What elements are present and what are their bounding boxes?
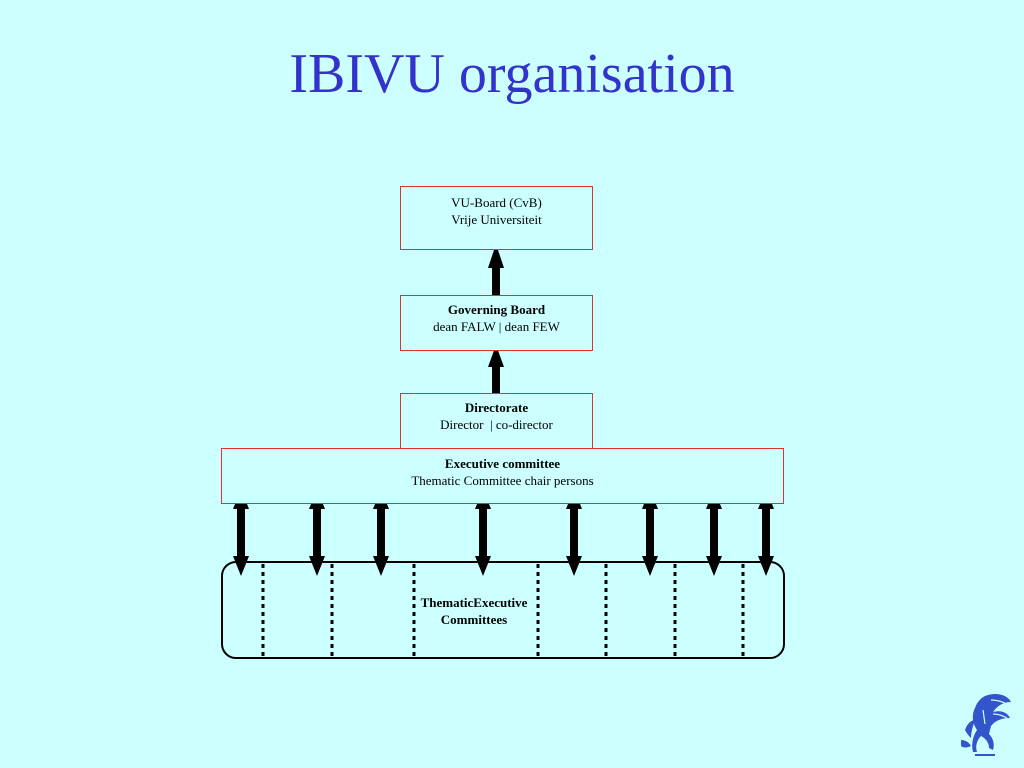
executive-committee-box: Executive committee Thematic Committee c… bbox=[221, 448, 784, 504]
vu-board-name: VU-Board (CvB) bbox=[451, 195, 542, 210]
thematic-committees-label: ThematicExecutive Committees bbox=[404, 594, 544, 628]
slide-title: IBIVU organisation bbox=[289, 43, 735, 105]
thematic-committees-container bbox=[221, 561, 785, 659]
governing-board-box: Governing Board dean FALW | dean FEW bbox=[400, 295, 593, 351]
thematic-committees-line2: Committees bbox=[440, 612, 508, 627]
governing-board-name: Governing Board bbox=[447, 302, 546, 317]
vu-board-box: VU-Board (CvB) Vrije Universiteit bbox=[400, 186, 593, 250]
arrow-up-icon bbox=[488, 345, 504, 401]
directorate-name: Directorate bbox=[464, 400, 529, 415]
directorate-members: Director | co-director bbox=[440, 417, 553, 432]
executive-committee-members: Thematic Committee chair persons bbox=[411, 473, 594, 488]
vu-board-subtitle: Vrije Universiteit bbox=[451, 212, 542, 227]
directorate-box: Directorate Director | co-director bbox=[400, 393, 593, 449]
arrow-up-icon bbox=[488, 244, 504, 299]
thematic-committees-line1: ThematicExecutive bbox=[420, 595, 528, 610]
executive-committee-name: Executive committee bbox=[444, 456, 561, 471]
governing-board-members: dean FALW | dean FEW bbox=[433, 319, 560, 334]
vu-griffin-logo-icon bbox=[955, 690, 1015, 758]
